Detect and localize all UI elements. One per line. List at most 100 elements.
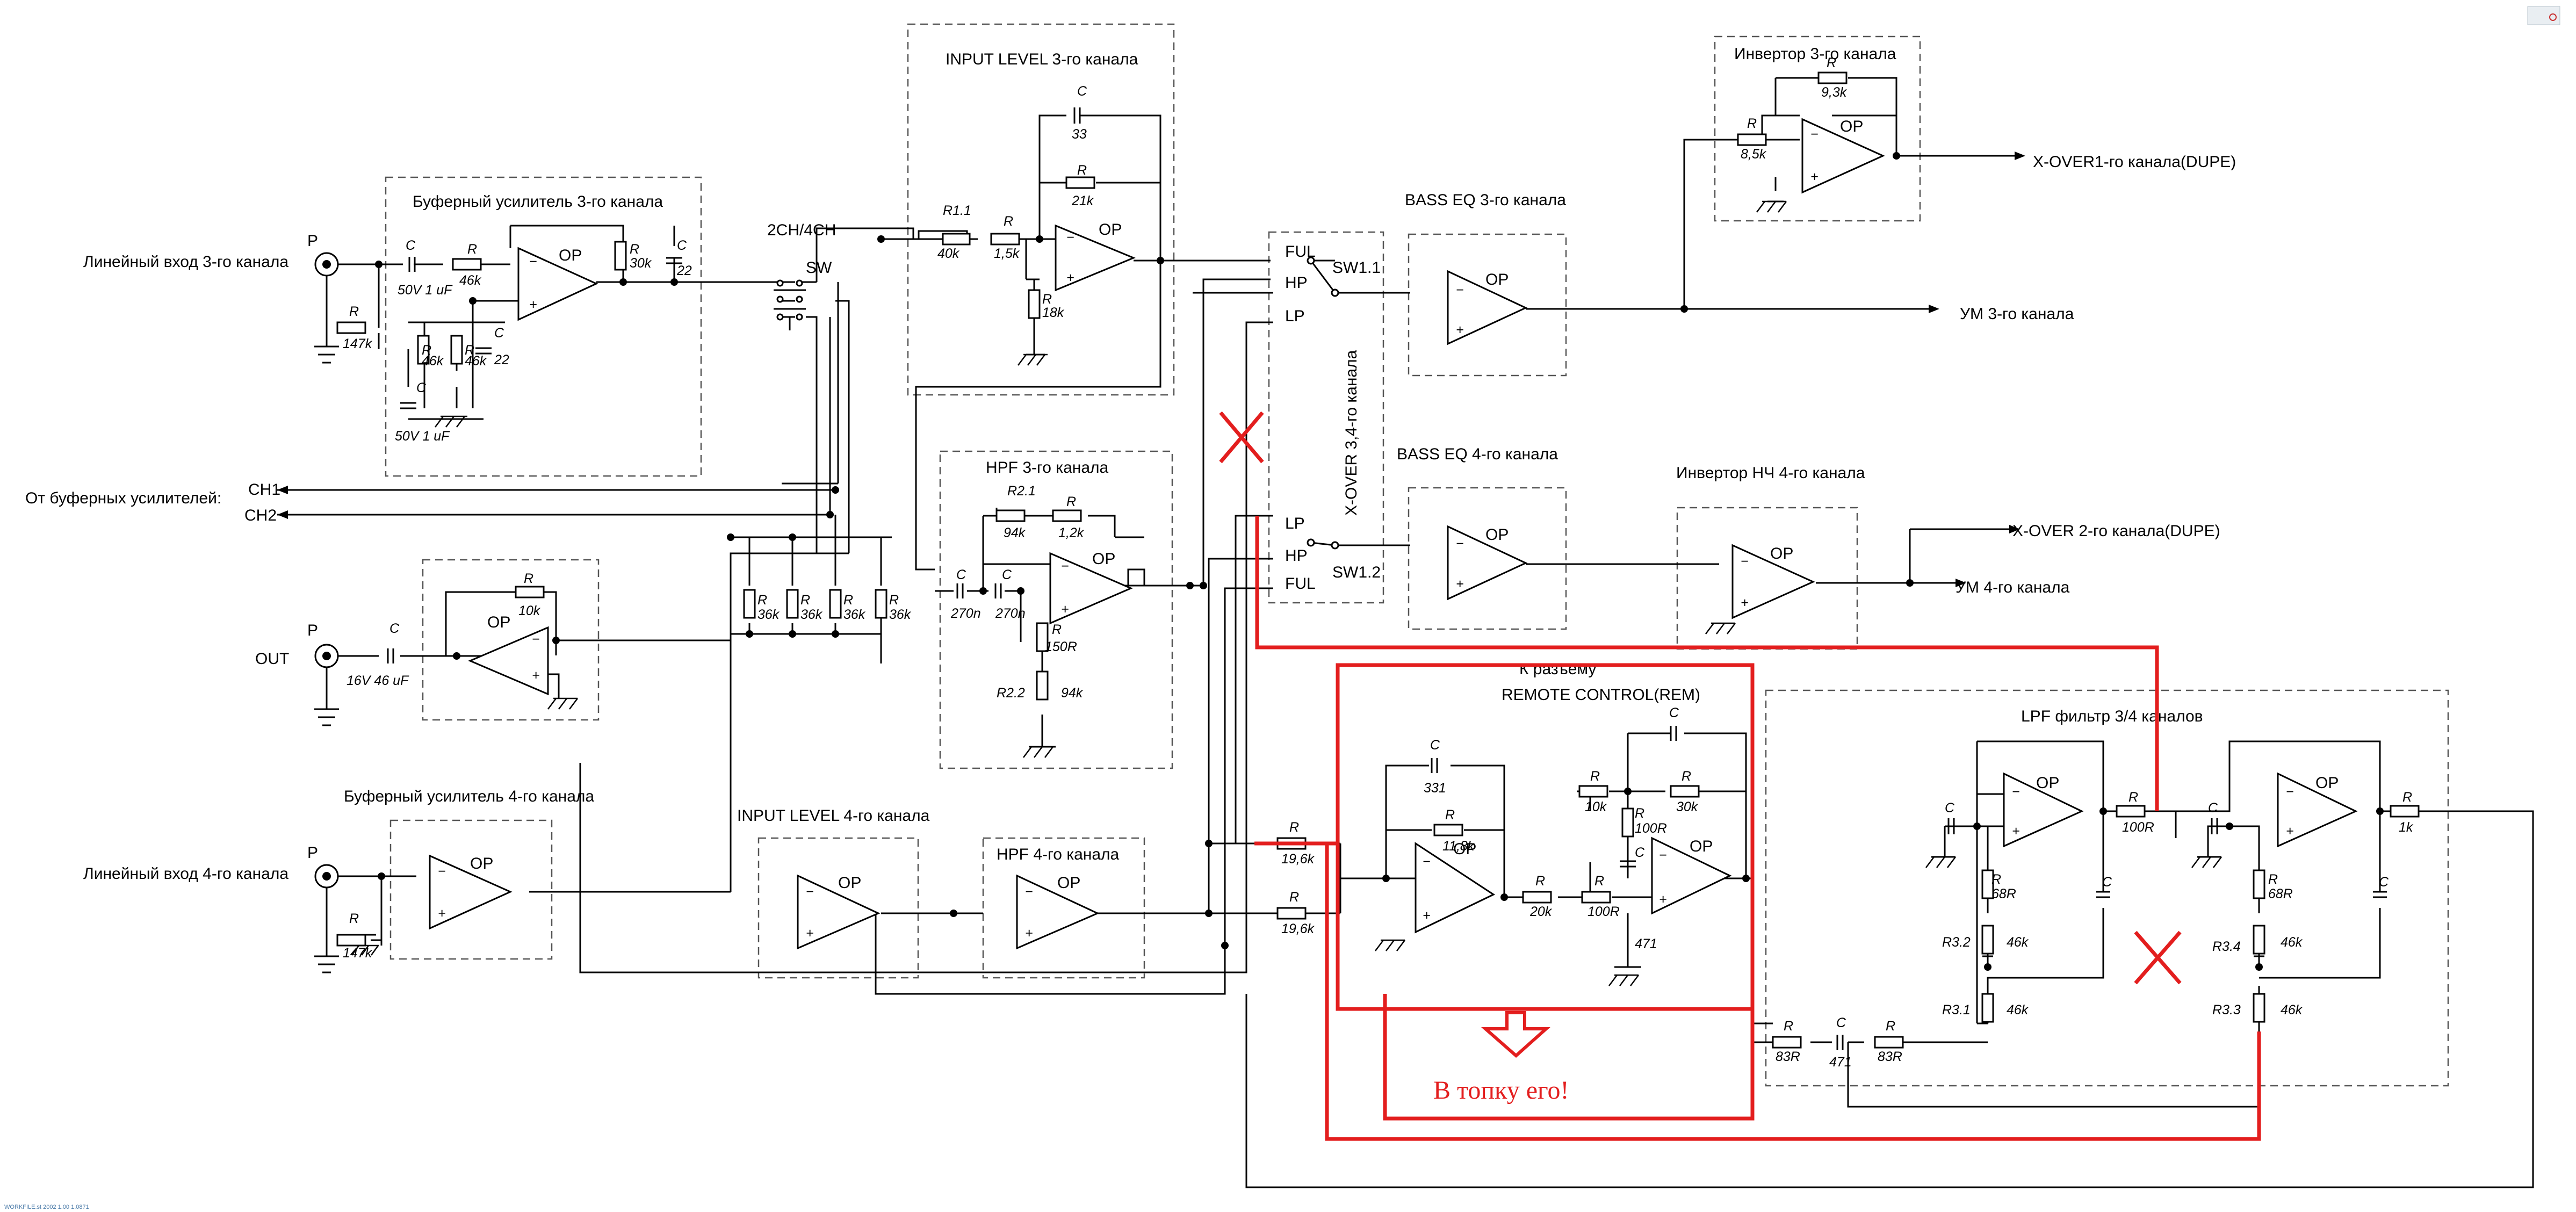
sign-minus: − (2012, 784, 2020, 799)
resistor (1578, 785, 1608, 798)
cap-label: C (1002, 567, 1012, 582)
sign-plus: + (532, 668, 540, 683)
cap-label: C (2102, 875, 2112, 890)
cap-label: C (2208, 800, 2218, 816)
switch-sw (774, 289, 806, 310)
component-labels: C 50V 1 uF R 46k R 147k R 30k C 22 R 46k… (343, 55, 2414, 1070)
res-label: R3.4 (2212, 939, 2241, 954)
label-lp2: LP (1285, 515, 1305, 532)
res-label: R (889, 593, 899, 608)
res-label: R (1594, 874, 1604, 889)
title-rem2: REMOTE CONTROL(REM) (1502, 686, 1700, 704)
sign-minus: − (1456, 283, 1464, 298)
resistor (1817, 71, 1848, 84)
label-um3: УМ 3-го канала (1960, 305, 2074, 323)
cap-value: 471 (1829, 1055, 1852, 1070)
resistor (1522, 891, 1552, 904)
cap-label: C (1945, 800, 1955, 816)
box-inv3 (1714, 35, 1921, 222)
label-ch1: CH1 (248, 481, 280, 499)
cap-value: 270n (995, 606, 1026, 621)
res-value: 147k (343, 946, 373, 961)
opamp-buf4: − + OP (429, 854, 513, 930)
capacitor (956, 583, 1002, 598)
label-ch2: CH2 (244, 507, 277, 524)
op-amps: − + OP − + OP − + OP − + OP − + OP (429, 118, 2358, 950)
capacitor (1620, 860, 1636, 868)
sign-plus: + (806, 926, 814, 941)
res-label: R (1827, 55, 1836, 70)
sign-plus: + (1456, 576, 1464, 591)
title-inv4: Инвертор НЧ 4-го канала (1676, 464, 1865, 482)
cap-value: 471 (1635, 936, 1657, 951)
title-bass4: BASS EQ 4-го канала (1397, 445, 1558, 463)
res-value: 11,8k (1442, 839, 1475, 854)
sign-plus: + (1066, 270, 1074, 285)
opamp-hpf4: − + OP (1016, 874, 1100, 950)
sign-minus: − (1456, 536, 1464, 551)
cross-mark-icon (1219, 411, 1264, 464)
resistors (336, 71, 2420, 1049)
opamp-input4: − + OP (797, 874, 881, 950)
box-xover (1268, 231, 1384, 604)
capacitor (1947, 818, 2110, 898)
cap-label: C (1077, 84, 1087, 99)
sign-minus: − (1066, 230, 1074, 245)
arrow-right-icon (1929, 305, 1939, 313)
sign-minus: − (1025, 884, 1033, 899)
res-label: R1.1 (943, 203, 971, 218)
res-label: R (422, 343, 431, 358)
resistor (1670, 785, 1700, 798)
opamp-bass4: − + OP (1447, 525, 1528, 601)
res-value: 46k (2007, 1002, 2029, 1018)
capacitor (1836, 1035, 1844, 1050)
opamp-label: OP (1092, 550, 1115, 568)
resistor (2253, 993, 2265, 1023)
res-value: 30k (630, 256, 652, 271)
res-value: 147k (343, 336, 373, 351)
sign-minus: − (1061, 559, 1069, 574)
resistor (1981, 993, 1994, 1023)
opamp-lpf2: − + OP (2277, 772, 2358, 848)
sign-minus: − (1659, 848, 1667, 863)
res-label: R (1635, 806, 1644, 821)
res-value: 46k (465, 354, 487, 369)
title-buf4: Буферный усилитель 4-го канала (344, 788, 594, 805)
cap-label: C (1430, 738, 1440, 753)
opamp-label: OP (559, 247, 582, 264)
resistor (614, 241, 627, 271)
title-hpf3: HPF 3-го канала (986, 459, 1109, 477)
res-value: 46k (2281, 1002, 2303, 1018)
label-sw: SW (806, 259, 832, 277)
resistor (1036, 670, 1049, 701)
cap-label: C (406, 238, 416, 253)
note-text: В топку его! (1433, 1076, 1569, 1105)
title-bass3: BASS EQ 3-го канала (1405, 191, 1566, 209)
res-value: 36k (889, 607, 912, 622)
label-p-in3: P (307, 232, 318, 250)
io-labels: Линейный вход 3-го канала Линейный вход … (4, 153, 2236, 1210)
res-label: R (349, 304, 359, 319)
arrow-right-icon (2015, 152, 2025, 160)
res-value: 83R (1878, 1049, 1902, 1064)
res-label: R (1445, 807, 1455, 823)
res-label: R (1004, 214, 1013, 229)
res-label: R (1042, 292, 1052, 307)
jack-in4 (314, 864, 339, 973)
label-sw-mode: 2CH/4CH (767, 221, 836, 239)
resistor (942, 233, 971, 246)
sign-minus: − (806, 884, 814, 899)
block-boxes (385, 23, 2449, 1087)
res-label: R (1535, 874, 1545, 889)
res-label: R (465, 343, 474, 358)
cap-value: 50V 1 uF (398, 283, 453, 298)
label-in4: Линейный вход 4-го канала (83, 865, 288, 883)
res-value: 46k (2007, 935, 2029, 950)
resistor (1065, 176, 1095, 189)
res-value: 20k (1529, 904, 1553, 919)
box-lpf (1765, 689, 2449, 1087)
resistor (1036, 622, 1049, 652)
jack-in3 (314, 252, 339, 364)
res-label: R3.1 (1942, 1002, 1971, 1018)
title-input3: INPUT LEVEL 3-го канала (946, 50, 1138, 68)
